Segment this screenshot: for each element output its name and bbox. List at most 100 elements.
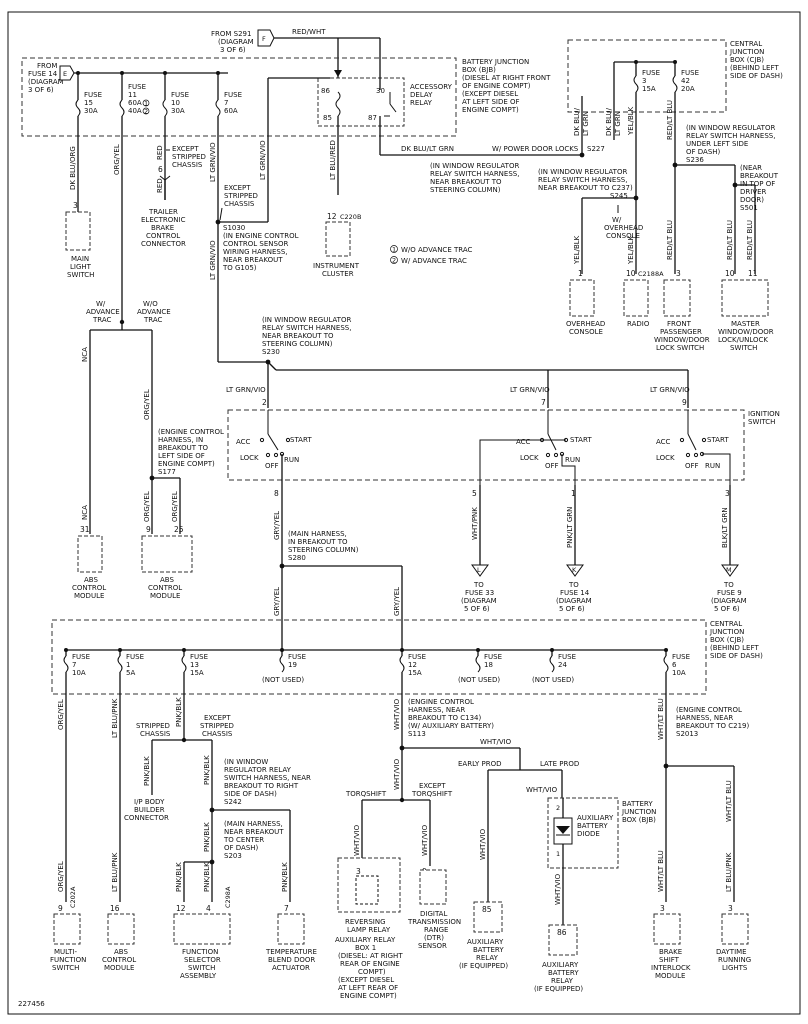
svg-text:NEAR BREAKOUT TO C237): NEAR BREAKOUT TO C237)	[538, 184, 633, 192]
svg-text:TO: TO	[473, 581, 484, 589]
svg-text:CENTRAL: CENTRAL	[710, 620, 742, 628]
svg-text:SHIFT: SHIFT	[659, 956, 680, 964]
svg-text:DK BLU/: DK BLU/	[573, 107, 581, 136]
cjb-fuse-3: FUSE 3 15A YEL/BLK	[627, 60, 660, 201]
svg-text:FUSE: FUSE	[171, 91, 189, 99]
svg-text:COMPT): COMPT)	[358, 968, 386, 976]
svg-text:ORG/YEL: ORG/YEL	[57, 699, 65, 730]
svg-text:ADVANCE: ADVANCE	[137, 308, 171, 316]
svg-text:S245: S245	[610, 192, 628, 200]
svg-text:EARLY PROD: EARLY PROD	[458, 760, 502, 768]
svg-text:3: 3	[725, 489, 730, 498]
svg-text:PNK/BLK: PNK/BLK	[203, 822, 211, 852]
svg-text:LT GRN/VIO: LT GRN/VIO	[209, 142, 217, 182]
cjb-bottom-fuses: FUSE 7 10A FUSE 1 5A FUSE 13 15A FUSE 19…	[63, 648, 690, 684]
svg-text:(DIESEL: AT RIGHT: (DIESEL: AT RIGHT	[338, 952, 403, 960]
svg-text:START: START	[570, 436, 592, 444]
svg-text:LT GRN/VIO: LT GRN/VIO	[510, 386, 550, 394]
svg-text:RED: RED	[156, 178, 164, 193]
svg-text:AUXILIARY: AUXILIARY	[542, 961, 579, 969]
svg-text:LT GRN/VIO: LT GRN/VIO	[209, 240, 217, 280]
svg-text:(IN WINDOW REGULATOR: (IN WINDOW REGULATOR	[686, 124, 775, 132]
svg-text:BREAKOUT TO RIGHT: BREAKOUT TO RIGHT	[224, 782, 299, 790]
svg-text:OF DASH): OF DASH)	[224, 844, 259, 852]
svg-text:STEERING COLUMN): STEERING COLUMN)	[288, 546, 359, 554]
svg-text:OFF: OFF	[685, 462, 699, 470]
svg-text:6: 6	[672, 661, 677, 669]
ignition-inputs: LT GRN/VIO LT GRN/VIO LT GRN/VIO 2 7 9	[226, 386, 690, 407]
svg-text:WHT/VIO: WHT/VIO	[480, 738, 512, 746]
svg-text:LOCK: LOCK	[656, 454, 675, 462]
svg-text:STEERING COLUMN): STEERING COLUMN)	[262, 340, 333, 348]
svg-text:25: 25	[174, 525, 184, 534]
svg-text:WINDOW/DOOR: WINDOW/DOOR	[654, 336, 710, 344]
svg-text:RUN: RUN	[705, 462, 720, 470]
svg-text:30A: 30A	[84, 107, 98, 115]
svg-text:(BEHIND LEFT: (BEHIND LEFT	[730, 64, 779, 72]
svg-text:15A: 15A	[408, 669, 422, 677]
svg-text:TORQSHIFT: TORQSHIFT	[411, 790, 453, 798]
svg-text:S113: S113	[408, 730, 426, 738]
svg-text:2: 2	[556, 804, 560, 812]
svg-text:85: 85	[482, 905, 492, 914]
svg-text:7: 7	[284, 904, 289, 913]
svg-text:WHT/VIO: WHT/VIO	[393, 758, 401, 790]
svg-text:(NEAR: (NEAR	[740, 164, 762, 172]
svg-text:HARNESS, NEAR: HARNESS, NEAR	[408, 706, 465, 714]
svg-text:L: L	[477, 566, 481, 574]
svg-text:AT LEFT SIDE OF: AT LEFT SIDE OF	[462, 98, 520, 106]
svg-text:PNK/BLK: PNK/BLK	[143, 756, 151, 786]
svg-text:3: 3	[728, 904, 733, 913]
svg-text:FUSE: FUSE	[681, 69, 699, 77]
abs-control-module-bottom: 16 ABS CONTROL MODULE	[102, 904, 136, 972]
s242-note: (IN WINDOW REGULATOR RELAY SWITCH HARNES…	[224, 758, 311, 806]
svg-text:S1030: S1030	[223, 224, 245, 232]
svg-text:1: 1	[578, 269, 583, 278]
svg-text:RUNNING: RUNNING	[718, 956, 751, 964]
svg-text:19: 19	[288, 661, 297, 669]
svg-text:TO G105): TO G105)	[222, 264, 257, 272]
svg-text:9: 9	[58, 904, 63, 913]
svg-text:NEAR BREAKOUT: NEAR BREAKOUT	[224, 828, 284, 836]
overhead-console: YEL/BLK 1 OVERHEAD CONSOLE	[566, 235, 605, 336]
svg-text:TRAILER: TRAILER	[148, 208, 178, 216]
to-fuse-33: WHT/PNK L TO FUSE 33 (DIAGRAM 5 OF 6)	[461, 507, 497, 613]
diagram-id: 227456	[18, 1000, 45, 1008]
svg-text:30A: 30A	[171, 107, 185, 115]
svg-text:15A: 15A	[642, 85, 656, 93]
svg-text:LT GRN/VIO: LT GRN/VIO	[650, 386, 690, 394]
svg-text:LT BLU/RED: LT BLU/RED	[329, 140, 337, 180]
svg-text:10: 10	[626, 269, 636, 278]
svg-text:DK BLU/: DK BLU/	[605, 107, 613, 136]
svg-text:LT BLU/PNK: LT BLU/PNK	[111, 852, 119, 892]
svg-text:HARNESS, NEAR: HARNESS, NEAR	[676, 714, 733, 722]
svg-text:10A: 10A	[672, 669, 686, 677]
svg-text:GRY/YEL: GRY/YEL	[273, 587, 281, 616]
svg-text:S236: S236	[686, 156, 704, 164]
svg-text:40A: 40A	[128, 107, 142, 115]
svg-text:42: 42	[681, 77, 690, 85]
svg-text:LOCK/UNLOCK: LOCK/UNLOCK	[718, 336, 768, 344]
svg-text:ENGINE COMPT): ENGINE COMPT)	[340, 992, 397, 1000]
svg-text:W/O: W/O	[143, 300, 158, 308]
svg-text:BUILDER: BUILDER	[134, 806, 165, 814]
svg-text:CONNECTOR: CONNECTOR	[141, 240, 186, 248]
ignition-switch-label: IGNITION SWITCH	[748, 410, 780, 426]
s236-note: (IN WINDOW REGULATOR RELAY SWITCH HARNES…	[675, 124, 775, 274]
svg-text:ORG/YEL: ORG/YEL	[143, 389, 151, 420]
svg-text:WINDOW/DOOR: WINDOW/DOOR	[718, 328, 774, 336]
svg-text:DK BLU/LT GRN: DK BLU/LT GRN	[401, 145, 454, 153]
svg-text:LT GRN: LT GRN	[614, 111, 622, 136]
svg-text:GRY/YEL: GRY/YEL	[273, 511, 281, 540]
svg-text:(DIAGRAM: (DIAGRAM	[461, 597, 497, 605]
svg-text:BREAKOUT TO C219): BREAKOUT TO C219)	[676, 722, 749, 730]
cjb-top-box	[567, 39, 727, 113]
svg-text:FUSE: FUSE	[672, 653, 690, 661]
svg-text:FUSE: FUSE	[224, 91, 242, 99]
svg-text:8: 8	[274, 489, 279, 498]
svg-text:S280: S280	[288, 554, 306, 562]
temperature-blend-door-actuator: 7 TEMPERATURE BLEND DOOR ACTUATOR	[265, 904, 317, 972]
svg-text:(EXCEPT DIESEL: (EXCEPT DIESEL	[338, 976, 394, 984]
svg-text:FUSE: FUSE	[128, 83, 146, 91]
svg-text:IN BREAKOUT TO: IN BREAKOUT TO	[288, 538, 348, 546]
